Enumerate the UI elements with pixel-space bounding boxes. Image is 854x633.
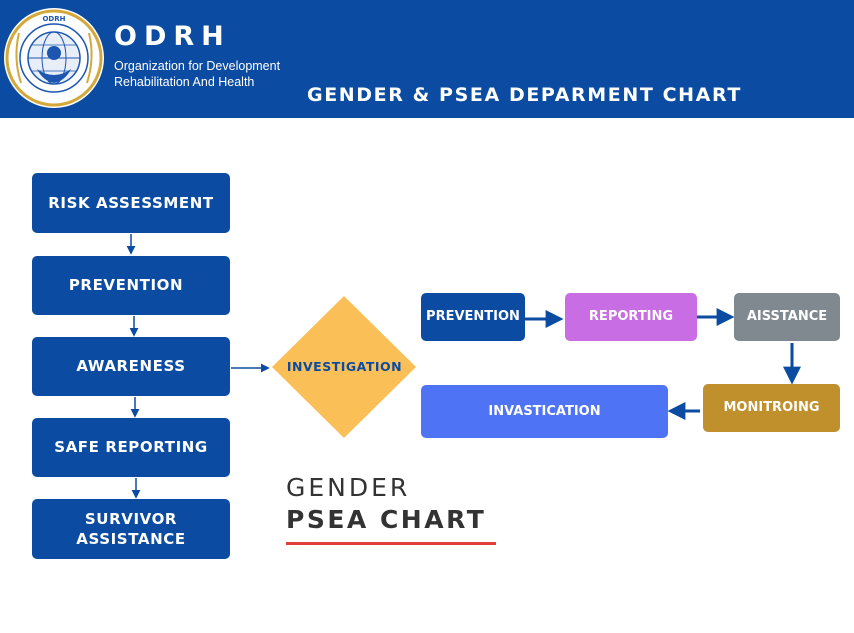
flow-prevention-box: PREVENTION	[421, 293, 525, 341]
header-banner: ODRH ODRH Organization for Development R…	[0, 0, 854, 118]
investigation-diamond-label: INVESTIGATION	[286, 359, 403, 374]
org-name: ODRH	[114, 21, 231, 52]
safe-reporting-box: SAFE REPORTING	[32, 418, 230, 477]
flow-reporting-label: REPORTING	[588, 309, 674, 325]
org-subtitle-line2: Rehabilitation And Health	[114, 75, 255, 89]
flow-reporting-box: REPORTING	[565, 293, 697, 341]
safe-reporting-label: SAFE REPORTING	[54, 438, 208, 457]
awareness-box: AWARENESS	[32, 337, 230, 396]
risk-assessment-box: RISK ASSESSMENT	[32, 173, 230, 233]
survivor-assistance-box: SURVIVOR ASSISTANCE	[32, 499, 230, 559]
prevention-label: PREVENTION	[68, 276, 184, 295]
logo-seal-text: ODRH	[42, 15, 65, 23]
caption-gender: GENDER	[286, 473, 411, 502]
awareness-label: AWARENESS	[76, 357, 186, 376]
flow-prevention-label: PREVENTION	[426, 309, 520, 325]
prevention-box: PREVENTION	[32, 256, 230, 315]
risk-assessment-label: RISK ASSESSMENT	[48, 193, 214, 212]
survivor-assistance-label-line2: ASSISTANCE	[76, 530, 186, 548]
survivor-assistance-label-line1: SURVIVOR	[84, 509, 178, 528]
flow-assistance-label: AISSTANCE	[746, 309, 828, 325]
odrh-logo-seal: ODRH	[4, 8, 104, 108]
flow-monitoring-box: MONITROING	[703, 384, 840, 432]
org-subtitle-line1: Organization for Development	[114, 59, 281, 73]
flow-assistance-box: AISSTANCE	[734, 293, 840, 341]
flow-investigation-label: INVASTICATION	[488, 403, 601, 419]
investigation-diamond	[272, 296, 416, 438]
flow-monitoring-label: MONITROING	[723, 400, 820, 416]
caption-underline	[286, 542, 496, 545]
chart-title: GENDER & PSEA DEPARMENT CHART	[307, 84, 742, 106]
caption-psea-chart: PSEA CHART	[286, 505, 487, 534]
flow-investigation-box: INVASTICATION	[421, 385, 668, 438]
